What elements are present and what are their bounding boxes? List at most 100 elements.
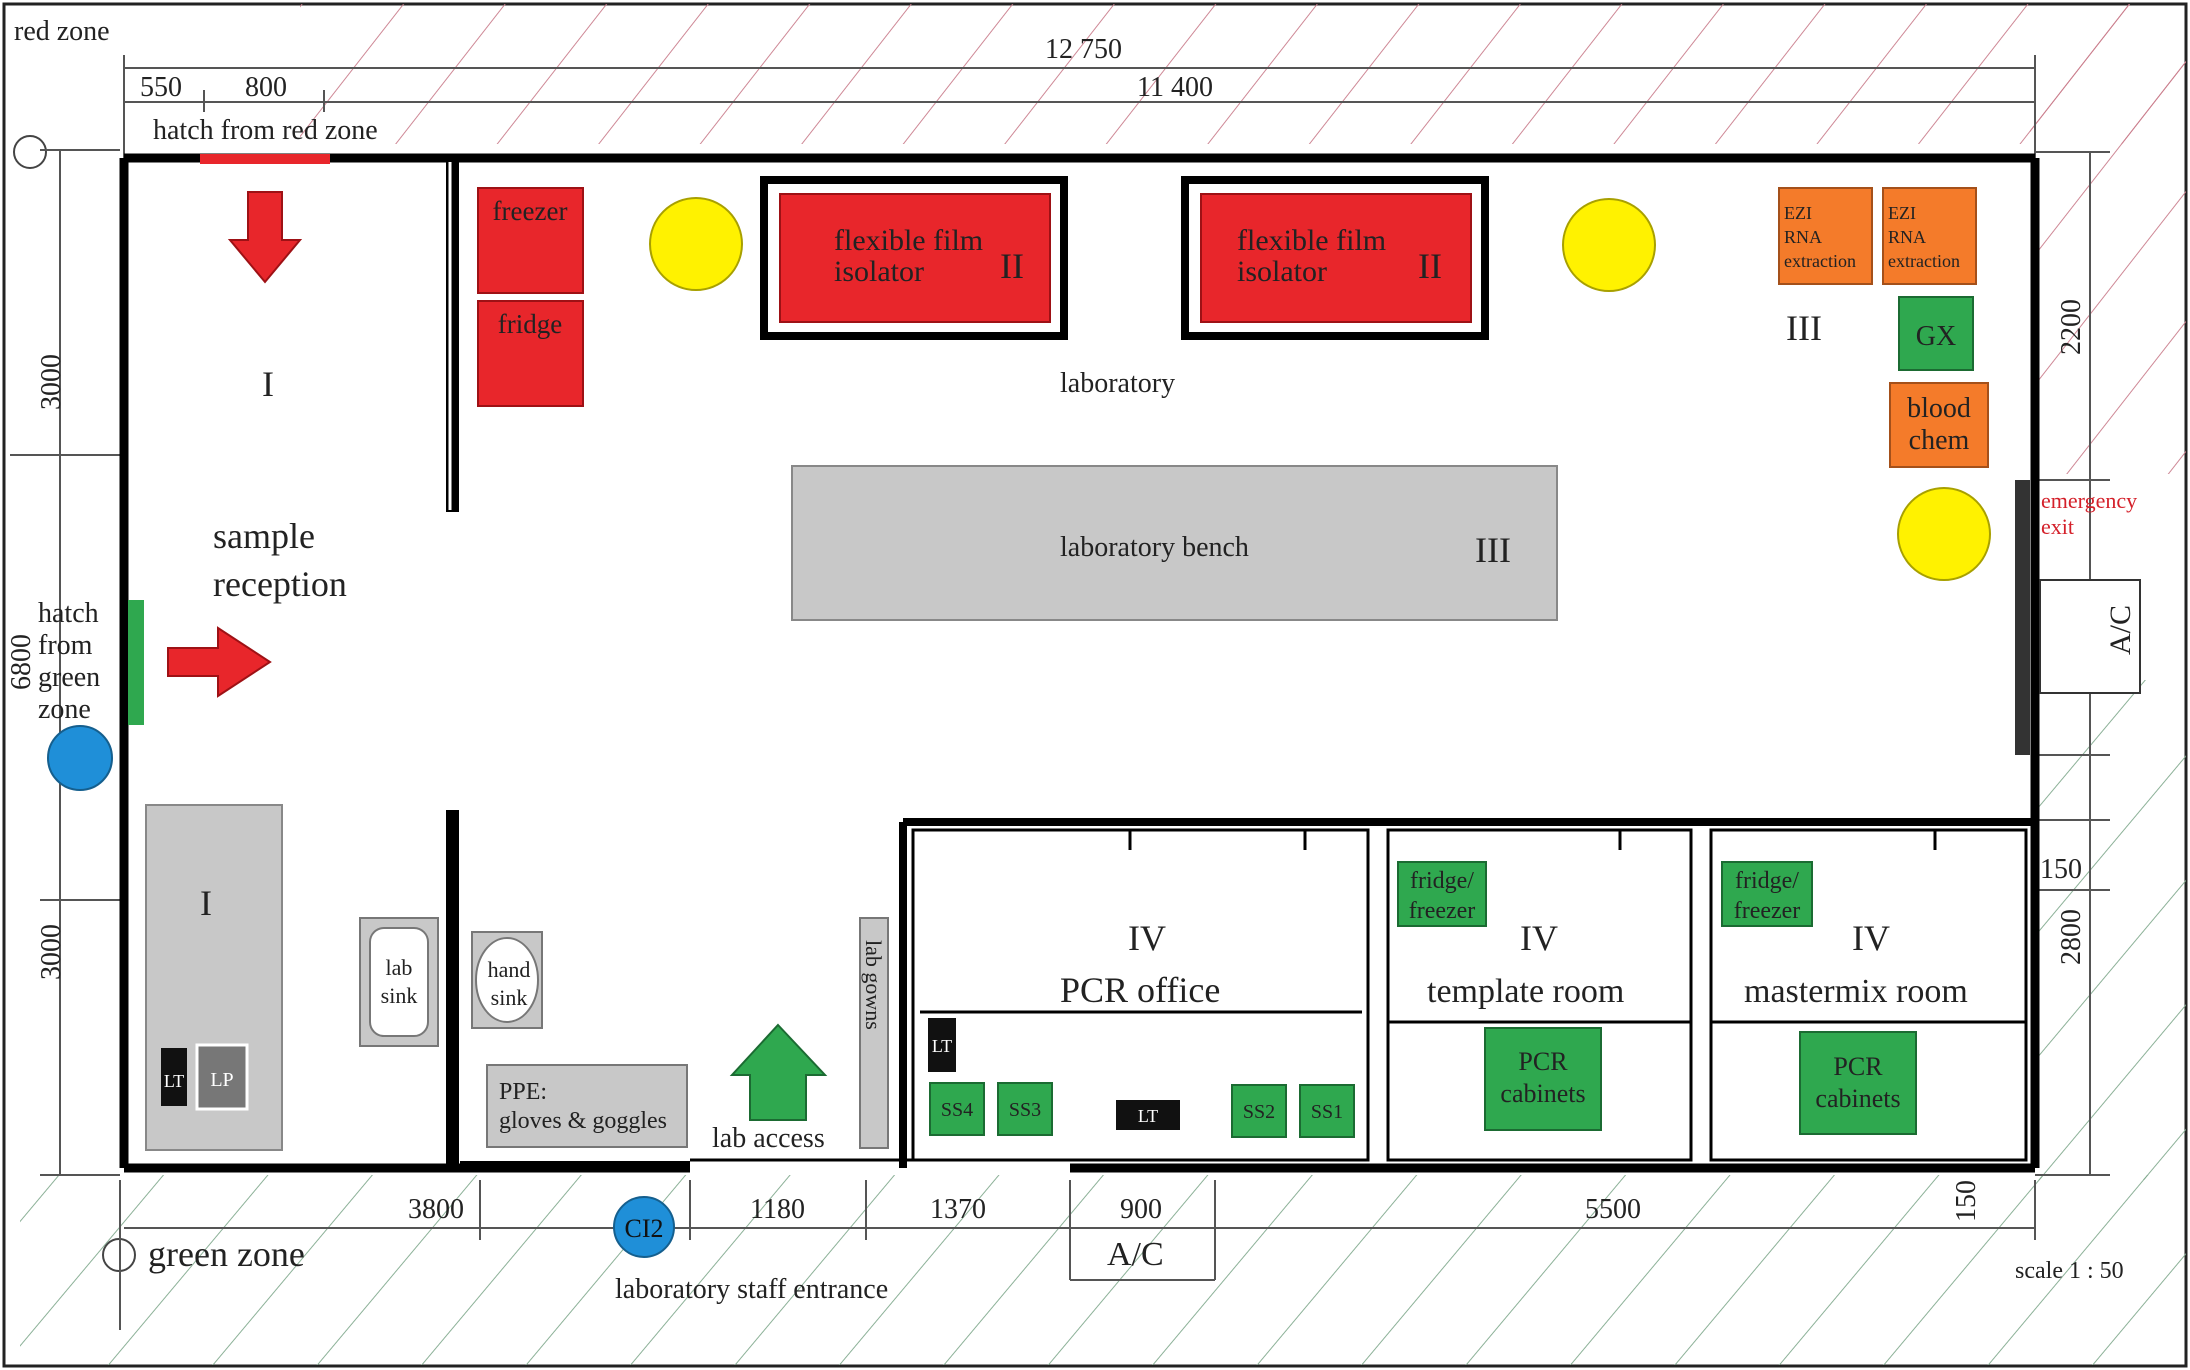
dim-5500: 5500 <box>1585 1194 1641 1225</box>
dim-1370: 1370 <box>930 1194 986 1225</box>
green-zone-hatch <box>20 1175 2186 1365</box>
svg-text:sink: sink <box>381 983 418 1008</box>
template-room-label: template room <box>1427 973 1624 1010</box>
svg-text:PCR: PCR <box>1518 1047 1568 1076</box>
ezi-extraction-2 <box>1882 187 1977 285</box>
lt-box-left <box>161 1048 187 1106</box>
emergency-exit-line1: emergency <box>2041 488 2137 513</box>
svg-text:fridge/: fridge/ <box>1410 868 1474 894</box>
staff-entrance-label: laboratory staff entrance <box>615 1274 888 1305</box>
lab-access-label: lab access <box>712 1123 825 1154</box>
zone-II-1: II <box>1000 246 1024 286</box>
svg-text:RNA: RNA <box>1888 227 1926 247</box>
ppe-station <box>486 1064 688 1148</box>
green-zone-label: green zone <box>148 1234 305 1274</box>
svg-text:flexible film: flexible film <box>1237 224 1386 257</box>
freezer <box>477 187 584 294</box>
svg-text:SS3: SS3 <box>1009 1099 1041 1121</box>
pcr-cabinets-template <box>1484 1027 1602 1131</box>
svg-text:extraction: extraction <box>1784 251 1856 271</box>
svg-text:EZI: EZI <box>1888 203 1916 223</box>
zone-III-right: III <box>1786 308 1822 348</box>
zone-IV-mastermix: IV <box>1852 918 1890 958</box>
zone-I-bottom: I <box>200 883 212 923</box>
zone-IV-template: IV <box>1520 918 1558 958</box>
lp-box <box>195 1043 249 1111</box>
hatch-red-label: hatch from red zone <box>153 115 378 146</box>
emergency-exit-line2: exit <box>2041 514 2074 539</box>
svg-text:lab gowns: lab gowns <box>861 940 886 1030</box>
dim-150-right: 150 <box>2040 854 2082 885</box>
dim-150-bottom: 150 <box>1951 1180 1982 1222</box>
yellow-bin-3 <box>1897 487 1991 581</box>
svg-text:blood: blood <box>1907 393 1971 424</box>
svg-text:flexible film: flexible film <box>834 224 983 257</box>
lab-gowns-rack <box>859 917 889 1149</box>
laboratory-bench <box>791 465 1558 621</box>
svg-text:hand: hand <box>488 957 531 982</box>
svg-text:lab: lab <box>386 955 413 980</box>
dim-550: 550 <box>140 72 182 103</box>
svg-text:fridge/: fridge/ <box>1735 868 1799 894</box>
svg-text:CI2: CI2 <box>625 1214 664 1243</box>
svg-text:A/C: A/C <box>2104 605 2137 655</box>
svg-text:cabinets: cabinets <box>1500 1079 1585 1108</box>
dim-3000-bottom: 3000 <box>36 924 67 980</box>
isolator-2 <box>1181 176 1489 340</box>
svg-text:LT: LT <box>164 1071 184 1091</box>
partition-top <box>446 162 459 512</box>
svg-text:fridge: fridge <box>498 309 562 339</box>
dim-2200: 2200 <box>2056 299 2087 355</box>
hatch-green-label: hatch from green zone <box>38 598 100 725</box>
red-zone-label: red zone <box>14 16 110 47</box>
zone-IV-office: IV <box>1128 918 1166 958</box>
bin-blue-left <box>47 725 113 791</box>
dim-3800: 3800 <box>408 1194 464 1225</box>
ac-bottom-label: A/C <box>1107 1236 1164 1273</box>
emergency-exit-door <box>2015 480 2030 755</box>
zone-I-top: I <box>262 364 274 404</box>
arrow-down-red <box>227 191 303 284</box>
svg-text:PPE:: PPE: <box>499 1079 547 1105</box>
ci2-marker <box>613 1196 675 1258</box>
red-zone-hatch-right <box>2030 4 2186 474</box>
svg-text:SS1: SS1 <box>1311 1101 1343 1123</box>
svg-text:sink: sink <box>491 985 528 1010</box>
outer-walls <box>119 153 2040 1173</box>
svg-text:freezer: freezer <box>1734 898 1801 924</box>
svg-text:LT: LT <box>1138 1106 1158 1126</box>
svg-text:gloves & goggles: gloves & goggles <box>499 1108 667 1134</box>
yellow-bin-1 <box>649 197 743 291</box>
svg-text:PCR: PCR <box>1833 1052 1883 1081</box>
ss3-station <box>997 1082 1053 1136</box>
partition-bottom <box>446 810 459 1170</box>
blood-chem-analyzer <box>1889 382 1989 468</box>
green-hatch-opening <box>128 600 144 725</box>
laboratory-label: laboratory <box>1060 368 1175 399</box>
dim-1180: 1180 <box>750 1194 805 1225</box>
svg-text:cabinets: cabinets <box>1815 1084 1900 1113</box>
svg-text:isolator: isolator <box>834 255 924 288</box>
svg-text:GX: GX <box>1916 321 1956 352</box>
svg-text:isolator: isolator <box>1237 255 1327 288</box>
svg-text:RNA: RNA <box>1784 227 1822 247</box>
arrow-right-red <box>167 626 272 698</box>
fridge-freezer-mastermix <box>1721 861 1813 927</box>
dim-900: 900 <box>1120 1194 1162 1225</box>
ss2-station <box>1231 1084 1287 1138</box>
red-hatch-opening <box>200 154 330 164</box>
isolator-1 <box>760 176 1068 340</box>
ezi-extraction-1 <box>1778 187 1873 285</box>
ss4-station <box>929 1082 985 1136</box>
ac-unit-right <box>2039 579 2141 694</box>
sample-reception-line1: sample <box>213 516 315 556</box>
mastermix-room-label: mastermix room <box>1744 973 1968 1010</box>
ss1-station <box>1299 1084 1355 1138</box>
svg-text:SS4: SS4 <box>941 1099 973 1121</box>
svg-text:freezer: freezer <box>1409 898 1476 924</box>
gx-analyzer <box>1898 296 1974 371</box>
svg-text:zone: zone <box>38 694 91 725</box>
svg-text:green: green <box>38 662 100 693</box>
svg-text:extraction: extraction <box>1888 251 1960 271</box>
